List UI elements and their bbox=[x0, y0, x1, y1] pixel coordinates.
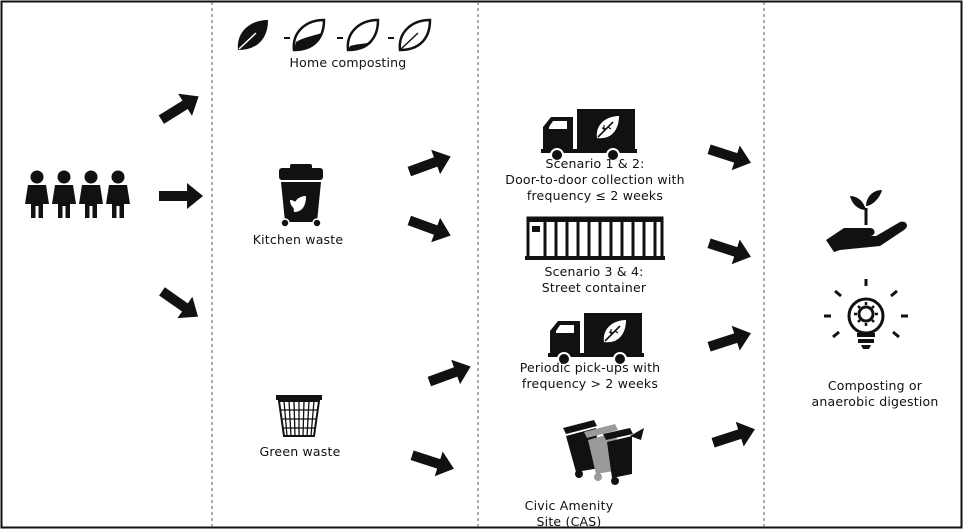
lightbulb-gear-icon bbox=[824, 279, 908, 349]
arrow-icon bbox=[705, 320, 755, 360]
periodic-pickups-label: Periodic pick-ups with frequency > 2 wee… bbox=[480, 360, 700, 392]
leaf-stages-icon bbox=[237, 18, 432, 52]
cas-line: Civic Amenity bbox=[524, 498, 614, 513]
scenario-34-line: Street container bbox=[541, 280, 647, 295]
cas-label: Civic Amenity Site (CAS) bbox=[494, 498, 644, 530]
arrow-icon bbox=[404, 208, 456, 248]
outcome-line: anaerobic digestion bbox=[811, 394, 939, 409]
arrow-icon bbox=[154, 280, 206, 328]
green-waste-basket-icon bbox=[276, 395, 322, 437]
arrow-icon bbox=[159, 183, 203, 209]
scenario-34-label: Scenario 3 & 4: Street container bbox=[494, 264, 694, 296]
street-container-icon bbox=[525, 216, 665, 260]
scenario-12-line: frequency ≤ 2 weeks bbox=[526, 188, 664, 203]
arrow-icon bbox=[154, 85, 206, 131]
scenario-34-line: Scenario 3 & 4: bbox=[544, 264, 644, 279]
cas-line: Site (CAS) bbox=[536, 514, 602, 529]
arrow-icon bbox=[705, 230, 755, 270]
periodic-pickups-line: frequency > 2 weeks bbox=[521, 376, 659, 391]
scenario-12-label: Scenario 1 & 2: Door-to-door collection … bbox=[470, 156, 720, 204]
kitchen-bin-icon bbox=[279, 164, 323, 228]
outcome-label: Composting or anaerobic digestion bbox=[790, 378, 960, 410]
arrow-icon bbox=[404, 144, 456, 184]
green-waste-label: Green waste bbox=[259, 444, 341, 459]
scenario-12-line: Door-to-door collection with bbox=[505, 172, 685, 187]
truck-leaf-icon bbox=[548, 313, 644, 365]
periodic-pickups-line: Periodic pick-ups with bbox=[519, 360, 661, 375]
arrow-icon bbox=[424, 354, 476, 394]
home-composting-label: Home composting bbox=[289, 55, 407, 70]
arrow-icon bbox=[408, 442, 458, 482]
people-icon bbox=[25, 170, 130, 218]
kitchen-waste-label: Kitchen waste bbox=[252, 232, 344, 247]
truck-leaf-icon bbox=[541, 109, 637, 161]
arrow-icon bbox=[709, 416, 759, 456]
outcome-line: Composting or bbox=[827, 378, 923, 393]
scenario-12-line: Scenario 1 & 2: bbox=[545, 156, 645, 171]
hand-plant-icon bbox=[826, 190, 907, 252]
cas-bins-icon bbox=[563, 420, 644, 485]
